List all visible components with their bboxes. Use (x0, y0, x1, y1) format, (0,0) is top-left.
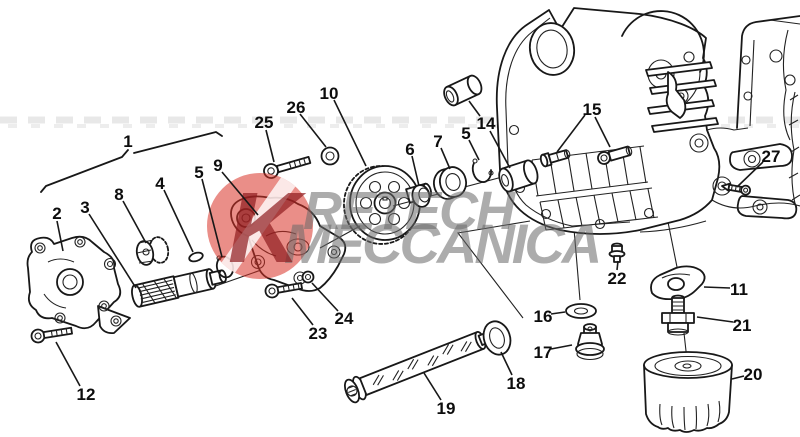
callout-leader-14 (489, 130, 511, 169)
bearing-7 (433, 166, 467, 200)
callout-leader-15 (556, 114, 586, 153)
bushing-14-loose (443, 74, 483, 107)
watermark-line2: MECCANICA (284, 212, 599, 275)
callout-leader-6 (411, 155, 420, 187)
callout-14: 14 (477, 114, 496, 133)
callout-leader-21 (696, 316, 734, 323)
oil-strainer-19 (343, 330, 496, 404)
callout-25: 25 (255, 113, 274, 132)
watermark: RETECH MECCANICA K (207, 172, 602, 284)
callout-leader-16 (550, 311, 566, 315)
watermark-logo-slash (207, 173, 309, 279)
callout-leader-8 (122, 200, 147, 244)
callout-11: 11 (730, 280, 748, 299)
callout-22: 22 (608, 269, 627, 288)
callout-leader-7 (440, 147, 451, 170)
callout-12: 12 (77, 385, 96, 404)
washer-26 (320, 146, 340, 166)
callout-15: 15 (583, 100, 602, 119)
callout-leader-3 (88, 213, 137, 289)
callout-17: 17 (534, 343, 553, 362)
callout-20: 20 (744, 365, 763, 384)
callout-5: 5 (461, 124, 470, 143)
callout-leader-18 (500, 351, 513, 376)
callout-leader-27 (736, 161, 764, 188)
callout-6: 6 (405, 140, 414, 159)
callout-27: 27 (762, 147, 781, 166)
key-4 (188, 251, 204, 263)
callout-leader-15 (594, 116, 611, 148)
stud-15a (539, 149, 571, 168)
crankcase-half (495, 7, 800, 263)
watermark-stripe (0, 116, 800, 128)
callout-leader-20 (731, 375, 745, 380)
union-21 (661, 294, 695, 336)
engine-cutaway-right (639, 15, 800, 233)
oil-filter-20 (643, 351, 733, 433)
circlip-5-right (471, 158, 494, 183)
callout-26: 26 (287, 98, 306, 117)
callout-leader-2 (56, 220, 64, 252)
callout-3: 3 (80, 198, 89, 217)
bushing-14-case (498, 159, 539, 193)
callout-leader-23 (291, 297, 314, 326)
callout-leader-22 (616, 260, 619, 271)
callout-leader-14 (468, 100, 481, 117)
callout-leader-17 (550, 344, 573, 350)
callout-24: 24 (335, 309, 354, 328)
o-ring-18 (482, 320, 512, 356)
washer-16 (565, 303, 597, 319)
stud-15b (597, 145, 633, 165)
oil-pump-assembly-2 (26, 235, 131, 335)
callout-4: 4 (155, 174, 165, 193)
callout-5: 5 (194, 163, 203, 182)
callout-leader-11 (703, 286, 731, 289)
callout-2: 2 (52, 204, 61, 223)
callout-leader-12 (55, 341, 81, 387)
screw-27 (721, 182, 752, 196)
bracket-11 (650, 265, 706, 301)
callout-9: 9 (213, 156, 222, 175)
callout-21: 21 (733, 316, 752, 335)
bolt-22 (608, 242, 626, 263)
callout-18: 18 (507, 374, 526, 393)
watermark-logo-letter: K (228, 172, 307, 284)
callout-leader-19 (423, 372, 442, 401)
bolt-12 (30, 326, 73, 344)
callout-leader-24 (311, 282, 339, 312)
callout-leader-9 (221, 171, 259, 216)
callout-7: 7 (433, 132, 442, 151)
callout-1: 1 (123, 132, 132, 151)
callout-leader-26 (299, 113, 327, 148)
callout-leader-5 (468, 139, 480, 161)
valve-17 (575, 323, 605, 361)
callout-23: 23 (309, 324, 328, 343)
pump-shaft-3 (131, 268, 227, 308)
callout-leader-4 (163, 189, 194, 253)
callout-8: 8 (114, 185, 123, 204)
pump-gear-8 (135, 236, 170, 266)
washer-24 (301, 270, 315, 284)
callout-leader-10 (333, 99, 367, 167)
watermark-line1: RETECH (303, 181, 516, 241)
callout-16: 16 (534, 307, 553, 326)
callout-10: 10 (320, 84, 339, 103)
group-1-bracket (40, 131, 223, 193)
callout-19: 19 (437, 399, 456, 418)
callout-leader-25 (265, 129, 275, 163)
crankcase-fins (645, 61, 719, 133)
callout-leader-5 (201, 178, 223, 258)
screw-23 (264, 282, 303, 299)
